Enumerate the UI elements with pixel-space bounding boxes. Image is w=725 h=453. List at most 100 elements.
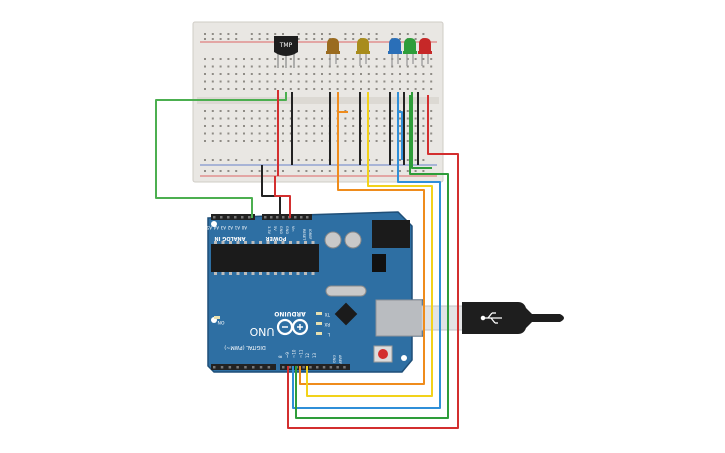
header-pin[interactable] <box>252 366 255 369</box>
header-pin[interactable] <box>306 216 309 219</box>
breadboard-hole <box>328 88 331 90</box>
chip-pin <box>244 272 247 275</box>
header-pin[interactable] <box>241 216 244 219</box>
breadboard-hole <box>406 170 409 172</box>
breadboard-hole <box>352 170 355 172</box>
breadboard-hole <box>375 170 378 172</box>
mount-hole <box>401 355 407 361</box>
breadboard-hole <box>352 38 355 40</box>
breadboard-hole <box>430 58 433 60</box>
header-pin[interactable] <box>343 366 346 369</box>
header-pin[interactable] <box>228 366 232 369</box>
header-pin[interactable] <box>264 216 267 219</box>
header-pin[interactable] <box>282 366 285 369</box>
header-pin[interactable] <box>213 216 216 219</box>
breadboard-hole <box>297 65 300 68</box>
header-pin[interactable] <box>220 216 223 219</box>
breadboard-hole <box>406 58 409 60</box>
breadboard-hole <box>266 140 269 142</box>
breadboard-hole <box>360 58 362 60</box>
breadboard-hole <box>211 73 214 75</box>
breadboard-hole <box>250 170 253 172</box>
breadboard-hole <box>344 88 347 90</box>
breadboard-hole <box>414 140 417 142</box>
header-pin[interactable] <box>244 366 247 369</box>
breadboard-hole <box>250 73 253 75</box>
jumper-orange <box>337 92 348 113</box>
chip-pin <box>236 272 240 275</box>
header-pin[interactable] <box>276 216 279 219</box>
breadboard-hole <box>344 38 347 40</box>
breadboard-hole <box>360 65 362 68</box>
reset-button-cap[interactable] <box>378 349 388 359</box>
breadboard-hole <box>297 140 300 142</box>
breadboard-hole <box>282 88 284 90</box>
header-pin[interactable] <box>234 216 237 219</box>
breadboard-channel <box>197 97 439 104</box>
header-pin[interactable] <box>329 366 333 369</box>
breadboard-hole <box>414 117 417 120</box>
breadboard-hole <box>375 73 378 75</box>
breadboard-hole <box>258 170 261 172</box>
breadboard-hole <box>219 65 222 68</box>
breadboard-hole <box>375 159 378 161</box>
breadboard-hole <box>289 140 292 142</box>
breadboard-hole <box>422 159 425 161</box>
breadboard-hole <box>305 110 308 112</box>
breadboard-hole <box>336 58 339 60</box>
breadboard-hole <box>243 88 245 90</box>
header-pin[interactable] <box>316 366 319 369</box>
header-pin[interactable] <box>227 216 230 219</box>
header-pin[interactable] <box>322 366 326 369</box>
digital-header-low <box>211 364 276 370</box>
label-l: L <box>327 332 330 337</box>
breadboard-hole <box>219 73 222 75</box>
header-pin[interactable] <box>259 366 263 369</box>
breadboard-hole <box>250 132 253 135</box>
label-gnd: GND <box>332 355 336 363</box>
breadboard-hole <box>274 117 277 120</box>
header-pin[interactable] <box>213 366 216 369</box>
header-pin[interactable] <box>267 366 271 369</box>
label-analog: ANALOG IN <box>214 235 245 241</box>
breadboard-hole <box>313 159 316 161</box>
header-pin[interactable] <box>282 216 285 219</box>
breadboard-hole <box>375 65 378 68</box>
header-pin[interactable] <box>288 366 292 369</box>
header-pin[interactable] <box>270 216 273 219</box>
pin-label-analog: A2 <box>227 225 233 230</box>
breadboard-hole <box>391 170 394 172</box>
breadboard-hole <box>204 110 206 112</box>
chip-pin <box>259 241 262 244</box>
header-pin[interactable] <box>336 366 339 369</box>
breadboard-hole <box>360 73 362 75</box>
breadboard-hole <box>219 110 222 112</box>
breadboard-hole <box>414 125 417 127</box>
breadboard-hole <box>430 117 433 120</box>
breadboard-hole <box>352 80 355 83</box>
breadboard-hole <box>328 80 331 83</box>
breadboard-hole <box>250 117 253 120</box>
breadboard-hole <box>211 170 214 172</box>
breadboard-hole <box>274 170 277 172</box>
pin-label-digital: 8 <box>278 355 283 358</box>
breadboard-hole <box>399 132 401 135</box>
chip-pin <box>289 272 292 275</box>
header-pin[interactable] <box>309 366 312 369</box>
breadboard-hole <box>406 73 409 75</box>
header-pin[interactable] <box>302 366 305 369</box>
pin-label-analog: A4 <box>213 225 219 230</box>
header-pin[interactable] <box>294 216 297 219</box>
breadboard-hole <box>227 38 230 40</box>
header-pin[interactable] <box>236 366 239 369</box>
breadboard-hole <box>282 58 284 60</box>
header-pin[interactable] <box>220 366 224 369</box>
header-pin[interactable] <box>300 216 303 219</box>
chip-pin <box>311 241 315 244</box>
breadboard-hole <box>352 110 355 112</box>
breadboard-hole <box>414 65 417 68</box>
breadboard-hole <box>258 110 261 112</box>
header-pin[interactable] <box>248 216 251 219</box>
chip-pins <box>214 241 315 275</box>
breadboard-hole <box>282 33 284 35</box>
